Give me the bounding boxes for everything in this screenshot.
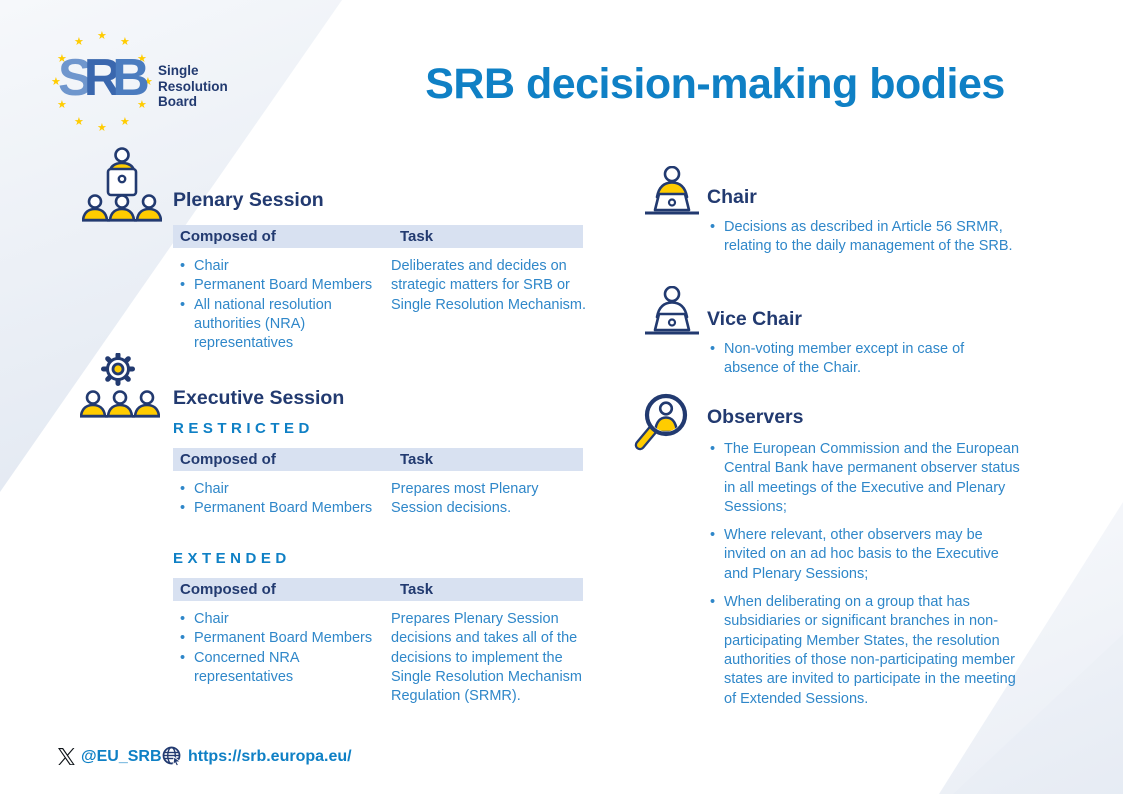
observers-heading: Observers (707, 406, 804, 428)
srb-logo: ★ ★ ★ ★ ★ ★ ★ ★ ★ ★ ★ ★ SRB Single Resol… (40, 30, 270, 145)
restricted-composed-list: Chair Permanent Board Members (177, 480, 385, 519)
eu-stars-icon: ★ (143, 76, 153, 88)
restricted-label: RESTRICTED (173, 420, 314, 437)
plenary-composed-list: Chair Permanent Board Members All nation… (177, 257, 385, 353)
composed-of-header: Composed of (180, 228, 276, 245)
eu-stars-icon: ★ (97, 122, 107, 134)
list-item: Where relevant, other observers may be i… (707, 526, 1025, 584)
extended-task-text: Prepares Plenary Session decisions and t… (391, 611, 583, 705)
observers-icon (634, 393, 688, 451)
extended-composed-list: Chair Permanent Board Members Concerned … (177, 610, 385, 687)
chair-bullets: Decisions as described in Article 56 SRM… (707, 218, 1021, 266)
eu-stars-icon: ★ (74, 116, 84, 128)
task-header: Task (400, 581, 434, 598)
executive-session-heading: Executive Session (173, 387, 345, 409)
list-item: The European Commission and the European… (707, 440, 1025, 517)
list-item: All national resolution authorities (NRA… (177, 296, 385, 354)
list-item: Concerned NRA representatives (177, 649, 385, 688)
eu-stars-icon: ★ (97, 30, 107, 42)
plenary-session-icon (82, 147, 162, 222)
list-item: Non-voting member except in case of abse… (707, 340, 1021, 379)
eu-stars-icon: ★ (57, 53, 67, 65)
executive-session-icon (80, 353, 160, 418)
list-item: Chair (177, 610, 385, 630)
plenary-task-text: Deliberates and decides on strategic mat… (391, 258, 587, 313)
globe-cursor-icon (162, 746, 182, 767)
eu-stars-icon: ★ (120, 36, 130, 48)
composed-of-header: Composed of (180, 451, 276, 468)
eu-stars-icon: ★ (51, 76, 61, 88)
logo-name-line: Single (158, 63, 199, 78)
vice-chair-heading: Vice Chair (707, 308, 803, 330)
list-item: Permanent Board Members (177, 629, 385, 649)
eu-stars-icon: ★ (137, 99, 147, 111)
restricted-task-text: Prepares most Plenary Session decisions. (391, 481, 539, 517)
list-item: Permanent Board Members (177, 499, 385, 519)
logo-name: Single Resolution Board (158, 63, 228, 110)
observers-bullets: The European Commission and the European… (707, 440, 1025, 718)
list-item: Chair (177, 480, 385, 500)
list-item: Decisions as described in Article 56 SRM… (707, 218, 1021, 257)
plenary-table-header: Composed of Task (173, 225, 583, 248)
extended-label: EXTENDED (173, 550, 291, 567)
x-handle-link[interactable]: @EU_SRB (81, 748, 162, 765)
x-social-icon (58, 748, 75, 766)
page-title: SRB decision-making bodies (425, 60, 1005, 108)
eu-stars-icon: ★ (57, 99, 67, 111)
list-item: Permanent Board Members (177, 276, 385, 296)
list-item: When deliberating on a group that has su… (707, 593, 1025, 709)
logo-acronym: SRB (58, 49, 150, 107)
plenary-session-heading: Plenary Session (173, 189, 324, 211)
logo-name-line: Resolution (158, 78, 228, 94)
vice-chair-bullets: Non-voting member except in case of abse… (707, 340, 1021, 388)
website-link[interactable]: https://srb.europa.eu/ (188, 748, 352, 765)
eu-stars-icon: ★ (120, 116, 130, 128)
eu-stars-icon: ★ (74, 36, 84, 48)
list-item: Chair (177, 257, 385, 277)
vice-chair-icon (645, 286, 699, 335)
composed-of-header: Composed of (180, 581, 276, 598)
chair-heading: Chair (707, 186, 757, 208)
task-header: Task (400, 228, 434, 245)
chair-icon (645, 166, 699, 215)
task-header: Task (400, 451, 434, 468)
restricted-table-header: Composed of Task (173, 448, 583, 471)
logo-name-line: Board (158, 94, 198, 109)
eu-stars-icon: ★ (137, 53, 147, 65)
extended-table-header: Composed of Task (173, 578, 583, 601)
